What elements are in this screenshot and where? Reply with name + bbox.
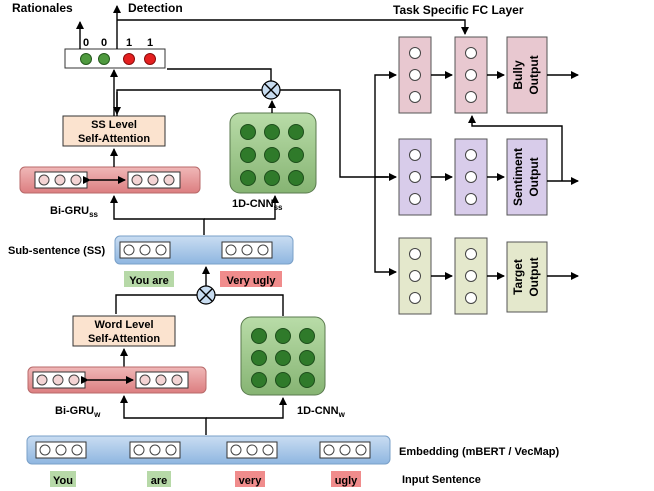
input-word-bg-3 xyxy=(331,471,361,487)
cnn-w-block xyxy=(240,316,326,396)
bigru-ss-label: Bi-GRUss xyxy=(50,205,99,219)
cnn-ss-unit xyxy=(288,147,304,163)
rationale-bit-circle-1 xyxy=(98,53,110,65)
cnn-ss-unit xyxy=(288,124,304,140)
ss-attention-line2: Self-Attention xyxy=(78,133,150,145)
cnn-w-unit xyxy=(251,350,267,366)
cnn-ss-unit xyxy=(264,124,280,140)
rationales-label: Rationales xyxy=(12,1,73,15)
cnn-ss-unit xyxy=(264,170,280,186)
sentiment-fc-2 xyxy=(454,138,488,216)
bully-fc-2 xyxy=(454,36,488,114)
rationale-bit-circle-2 xyxy=(123,53,135,65)
multiply-node-word xyxy=(196,285,216,305)
multiply-node-ss xyxy=(261,80,281,100)
word-attention-line2: Self-Attention xyxy=(88,333,160,345)
cnn-w-label: 1D-CNNw xyxy=(297,405,346,419)
bully-output-line2: Output xyxy=(527,55,541,94)
ss-self-attention-box: SS Level Self-Attention xyxy=(62,115,166,147)
ss-chunk-0: You are xyxy=(129,275,169,287)
subsentence-bar xyxy=(114,235,294,265)
input-word-0: You xyxy=(53,475,73,487)
line-word-mult-to-attention xyxy=(115,294,197,314)
rationale-bit-circle-3 xyxy=(144,53,156,65)
cnn-w-unit xyxy=(275,328,291,344)
cnn-w-unit xyxy=(299,372,315,388)
cnn-ss-label: 1D-CNNss xyxy=(232,198,283,212)
sentiment-output-box: Sentiment Output xyxy=(506,138,548,216)
cnn-w-unit xyxy=(251,328,267,344)
cnn-ss-unit xyxy=(240,147,256,163)
bully-fc-1 xyxy=(398,36,432,114)
rationale-output-box: 0 0 1 1 xyxy=(64,37,166,69)
target-output-box: Target Output xyxy=(506,241,548,313)
cnn-ss-unit xyxy=(240,124,256,140)
detection-label: Detection xyxy=(128,1,183,15)
cnn-ss-block xyxy=(229,112,317,194)
arrow-sentiment-to-bully xyxy=(468,115,563,181)
ss-chunk-1: Very ugly xyxy=(227,275,277,287)
input-word-bg-1 xyxy=(147,471,171,487)
ss-attention-line1: SS Level xyxy=(91,119,137,131)
input-word-bg-2 xyxy=(235,471,265,487)
rationale-bit-2: 1 xyxy=(126,37,132,49)
sentiment-output-line2: Output xyxy=(527,157,541,196)
rationale-bit-3: 1 xyxy=(147,37,153,49)
arrow-to-target-fc xyxy=(374,177,397,276)
bigru-ss-block xyxy=(19,166,201,194)
rationale-bit-0: 0 xyxy=(83,37,89,49)
input-word-1: are xyxy=(151,475,168,487)
bully-output-box: Bully Output xyxy=(506,36,548,114)
bully-output-line1: Bully xyxy=(511,60,525,90)
cnn-w-unit xyxy=(299,350,315,366)
arrow-detection-to-bully-fc2 xyxy=(117,19,469,35)
cnn-ss-unit xyxy=(288,170,304,186)
cnn-w-unit xyxy=(251,372,267,388)
cnn-w-unit xyxy=(275,372,291,388)
input-word-2: very xyxy=(239,475,263,487)
word-attention-line1: Word Level xyxy=(94,319,153,331)
line-word-mult-to-cnn xyxy=(215,294,284,316)
sentiment-fc-1 xyxy=(398,138,432,216)
subsentence-label: Sub-sentence (SS) xyxy=(8,245,106,257)
line-mult-to-ss-attention xyxy=(116,89,262,116)
task-fc-label: Task Specific FC Layer xyxy=(393,3,524,17)
cnn-w-unit xyxy=(299,328,315,344)
input-word-3: ugly xyxy=(335,475,358,487)
ss-chunk-bg-0 xyxy=(124,271,174,287)
rationale-bit-circle-0 xyxy=(80,53,92,65)
line-to-fc-branch xyxy=(280,89,388,178)
cnn-ss-unit xyxy=(264,147,280,163)
arrow-to-bully-fc xyxy=(374,71,397,177)
bigru-w-label: Bi-GRUw xyxy=(55,405,101,419)
ss-chunk-bg-1 xyxy=(220,271,282,287)
rationale-bit-1: 0 xyxy=(101,37,107,49)
line-mult-to-rationale xyxy=(167,68,272,81)
target-output-line1: Target xyxy=(511,259,525,295)
input-word-bg-0 xyxy=(50,471,76,487)
embedding-label: Embedding (mBERT / VecMap) xyxy=(399,446,559,458)
target-output-line2: Output xyxy=(527,257,541,296)
target-fc-2 xyxy=(454,237,488,315)
bigru-w-block xyxy=(27,366,207,394)
cnn-w-unit xyxy=(275,350,291,366)
word-self-attention-box: Word Level Self-Attention xyxy=(72,315,176,347)
input-sentence-label: Input Sentence xyxy=(402,474,481,486)
embedding-bar xyxy=(26,435,391,465)
cnn-ss-unit xyxy=(240,170,256,186)
sentiment-output-line1: Sentiment xyxy=(511,148,525,206)
target-fc-1 xyxy=(398,237,432,315)
